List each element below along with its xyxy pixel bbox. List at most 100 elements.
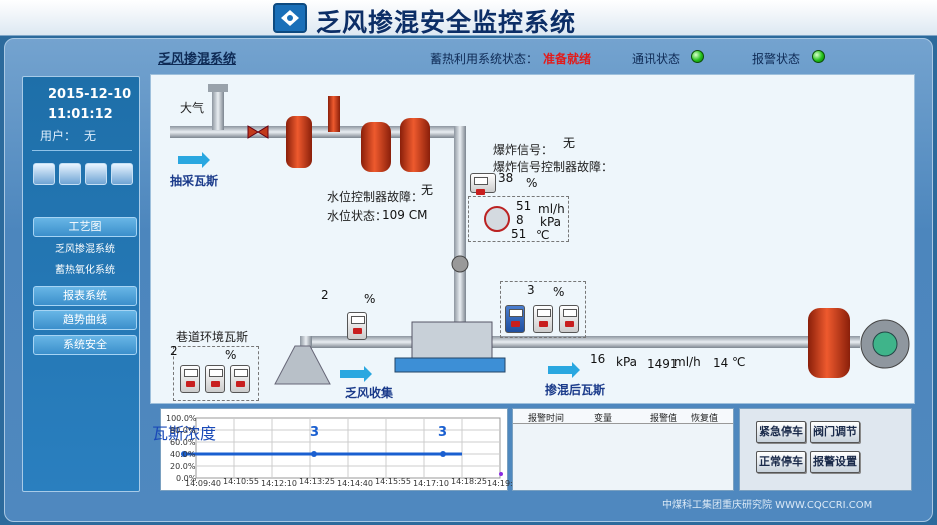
concentration-4-value: 2 [170,344,178,358]
title-bar: 乏风掺混安全监控系统 [0,0,937,37]
user-icon[interactable] [59,163,81,185]
pressure-2-unit: kPa [616,355,637,369]
alarm-status-led-icon [812,50,825,63]
nav-report-system[interactable]: 报表系统 [33,286,137,306]
temperature-2-unit: ℃ [732,355,746,369]
company-logo [273,3,307,33]
concentration-4-unit: % [225,348,237,362]
concentration-2-unit: % [364,292,376,306]
alarm-status-label: 报警状态 [752,52,801,66]
valve-adjust-button[interactable]: 阀门调节 [810,421,860,443]
temperature-1-unit: ℃ [536,228,550,242]
flow-meter-icon[interactable] [484,206,510,232]
gas-sensor-4c-icon[interactable] [230,365,250,393]
x-tick: 14:09:40 [185,479,221,488]
nav-process-diagram[interactable]: 工艺图 [33,217,137,237]
pressure-2-value: 16 [590,352,606,366]
explosion-signal-value: 无 [563,136,576,150]
nav-trend-curve[interactable]: 趋势曲线 [33,310,137,330]
time-display: 11:01:12 [48,107,113,122]
trend-plot [181,417,503,479]
alarm-settings-button[interactable]: 报警设置 [810,451,860,473]
gas-extraction-label: 抽采瓦斯 [170,174,219,188]
y-tick: 100.0% [166,414,197,423]
date-display: 2015-12-10 [48,87,132,102]
page-title: 乏风掺混系统 [158,52,237,67]
column-header[interactable]: 报警时间 [528,414,565,424]
trend-title: 瓦斯浓度 [152,424,217,443]
tunnel-gas-label: 巷道环境瓦斯 [176,330,249,344]
footer-credit: 中煤科工集团重庆研究院 WWW.CQCCRI.COM [662,500,873,511]
user-value: 无 [84,129,97,143]
alarm-table-header [513,409,733,424]
flow-1-value: 51 [516,199,532,213]
y-tick: 60.0% [170,438,196,447]
column-header[interactable]: 报警值 [650,414,678,424]
water-fault-label: 水位控制器故障： [327,190,424,204]
tunnel-gas-box [173,346,259,401]
pressure-1-unit: kPa [540,215,561,229]
flow-2-unit: ml/h [674,355,701,369]
gas-sensor-3a-icon[interactable] [505,305,525,333]
concentration-1-unit: % [526,176,538,190]
comm-status-label: 通讯状态 [632,52,681,66]
flow-1-unit: ml/h [538,202,565,216]
column-header[interactable]: 恢复值 [691,414,719,424]
water-level-value: 109 CM [382,208,428,222]
sidebar-divider [32,150,132,151]
explosion-fault-label: 爆炸信号控制器故障： [493,160,614,174]
sensor-group-box [500,281,586,338]
gas-sensor-3c-icon[interactable] [559,305,579,333]
heat-status-label: 蓄热利用系统状态： [430,52,539,66]
column-header[interactable]: 变量 [594,414,613,424]
gas-sensor-3b-icon[interactable] [533,305,553,333]
y-tick: 20.0% [170,462,196,471]
y-tick: 40.0% [170,450,196,459]
x-tick: 14:14:40 [337,479,373,488]
nav-thermal-oxidation-system[interactable]: 蓄热氧化系统 [55,265,115,276]
nav-exhaust-mix-system[interactable]: 乏风掺混系统 [55,244,115,255]
mixed-gas-label: 掺混后瓦斯 [545,383,606,397]
concentration-3-unit: % [553,285,565,299]
temperature-1-value: 51 [511,227,527,241]
app-title: 乏风掺混安全监控系统 [316,8,577,37]
water-level-label: 水位状态： [327,209,388,223]
x-tick: 14:13:25 [299,477,335,486]
x-tick: 14:18:25 [451,477,487,486]
gas-sensor-1-icon[interactable] [470,173,496,195]
y-tick: 80.0% [170,426,196,435]
gas-sensor-4b-icon[interactable] [205,365,225,393]
water-fault-value: 无 [421,183,434,197]
y-tick: 0.0% [176,474,197,483]
x-tick: 14:12:10 [261,479,297,488]
comm-status-led-icon [691,50,704,63]
heat-status-value: 准备就绪 [543,52,592,66]
concentration-1-value: 38 [498,171,514,185]
exhaust-collect-label: 乏风收集 [345,386,394,400]
home-icon[interactable] [33,163,55,185]
gas-sensor-2-icon[interactable] [347,312,367,340]
concentration-3-value: 3 [527,283,535,297]
emergency-stop-button[interactable]: 紧急停车 [756,421,806,443]
pressure-1-value: 8 [516,213,524,227]
temperature-2-value: 14 [713,356,729,370]
report-icon[interactable] [85,163,107,185]
x-tick: 14:10:55 [223,477,259,486]
gas-sensor-4a-icon[interactable] [180,365,200,393]
x-tick: 14:15:55 [375,477,411,486]
trend-label-a: 3 [310,425,320,440]
normal-stop-button[interactable]: 正常停车 [756,451,806,473]
sidebar [22,76,140,492]
atmosphere-label: 大气 [180,101,205,115]
flow-meter-box [468,196,569,242]
process-piping [170,84,910,385]
x-tick: 14:19: [487,479,513,488]
concentration-2-value: 2 [321,288,329,302]
explosion-signal-label: 爆炸信号： [493,143,554,157]
nav-system-security[interactable]: 系统安全 [33,335,137,355]
settings-icon[interactable] [111,163,133,185]
trend-label-b: 3 [438,425,448,440]
x-tick: 14:17:10 [413,479,449,488]
user-label: 用户： [40,129,77,143]
flow-2-value: 1491 [647,357,678,371]
